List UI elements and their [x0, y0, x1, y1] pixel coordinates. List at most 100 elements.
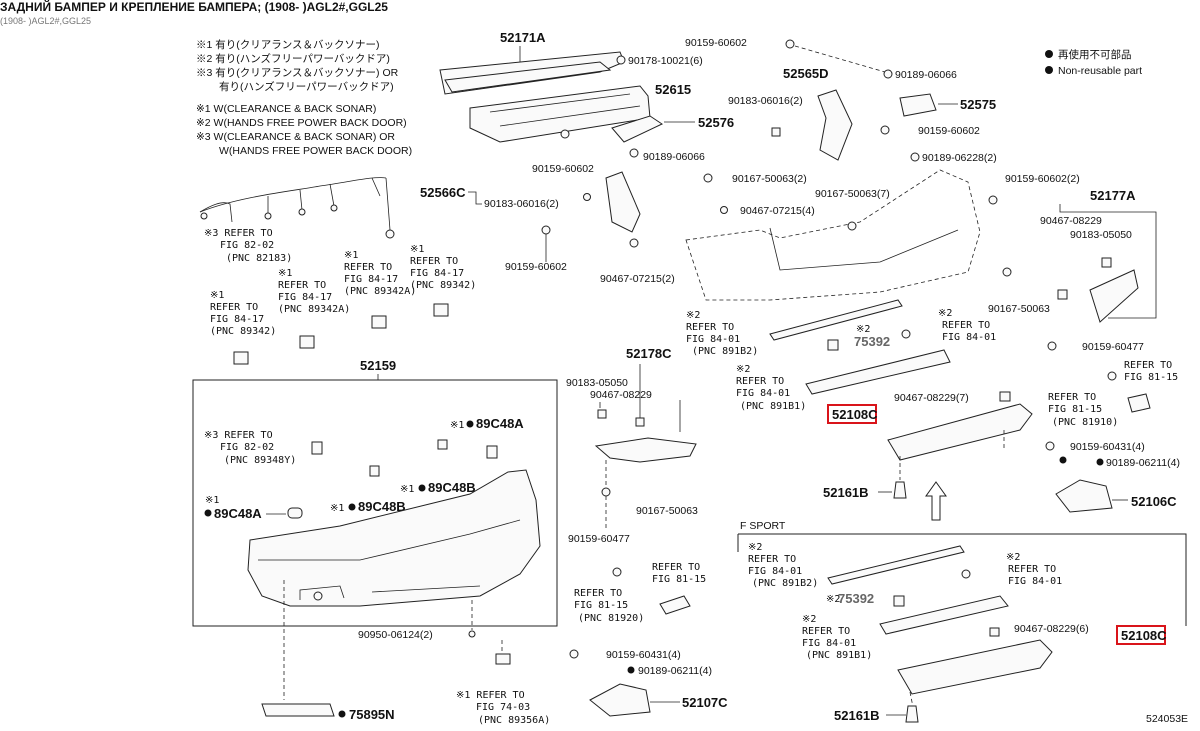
clip-icon [827, 339, 839, 351]
label-90467-a[interactable]: 90467-07215(2) [600, 273, 675, 285]
label-90159-h[interactable]: 90159-60431(4) [606, 649, 681, 661]
label-89C48B-a[interactable]: 89C48B [428, 480, 476, 495]
label-52107C[interactable]: 52107C [682, 695, 728, 710]
label-90159-g[interactable]: 90159-60477 [568, 533, 630, 545]
svg-text:(PNC 891B1): (PNC 891B1) [740, 401, 806, 412]
retainer-52566C[interactable] [605, 171, 641, 233]
bracket-52576[interactable] [611, 115, 664, 143]
label-90159-e[interactable]: 90159-60477 [1082, 341, 1144, 353]
ref-fig-81-15-c[interactable]: REFER TO FIG 81-15 [652, 562, 706, 585]
label-52576[interactable]: 52576 [698, 115, 734, 130]
bracket-52107C[interactable] [589, 683, 651, 717]
label-90189-f[interactable]: 90189-06211(4) [1106, 457, 1180, 469]
label-52565D[interactable]: 52565D [783, 66, 829, 81]
ref-fig-84-01-d[interactable]: ※2 REFER TO FIG 84-01 (PNC 891B2) [748, 542, 818, 589]
label-90159-b[interactable]: 90159-60602 [505, 261, 567, 273]
label-90183-a[interactable]: 90183-06016(2) [484, 198, 559, 210]
label-90467-d[interactable]: 90467-08229(7) [894, 392, 969, 404]
label-52106C[interactable]: 52106C [1131, 494, 1177, 509]
ref-fig-84-17-a[interactable]: ※1 REFER TO FIG 84-17 (PNC 89342) [210, 290, 276, 337]
label-90159-c[interactable]: 90159-60602 [918, 125, 980, 137]
label-75392-a[interactable]: 75392 [854, 334, 890, 349]
ref-fig-84-17-c[interactable]: ※1 REFER TO FIG 84-17 (PNC 89342A) [344, 250, 416, 297]
label-90167-b[interactable]: 90167-50063(7) [815, 188, 890, 200]
garnish-52108C-fsport[interactable] [897, 639, 1053, 695]
svg-text:REFER TO: REFER TO [686, 322, 734, 333]
label-52161B-a[interactable]: 52161B [823, 485, 869, 500]
svg-text:※1 REFER TO: ※1 REFER TO [456, 690, 525, 701]
label-90183-d[interactable]: 90183-05050 [566, 377, 628, 389]
page-subtitle: (1908- )AGL2#,GGL25 [0, 16, 92, 26]
note-jp-4: 有り(ハンズフリーパワーバックドア) [219, 80, 394, 93]
svg-text:REFER TO: REFER TO [1048, 392, 1096, 403]
label-90159-top[interactable]: 90159-60602 [685, 37, 747, 49]
label-52178C[interactable]: 52178C [626, 346, 672, 361]
emblem-75895N[interactable] [261, 703, 335, 717]
label-90167-c[interactable]: 90167-50063 [988, 303, 1050, 315]
label-52108C-a[interactable]: 52108C [832, 407, 878, 422]
label-90467-f[interactable]: 90467-08229(6) [1014, 623, 1089, 635]
label-90189-a[interactable]: 90189-06066 [643, 151, 705, 163]
retainer-52178C[interactable] [594, 437, 697, 463]
bumper-cover-ghost[interactable] [685, 169, 981, 301]
label-90467-c[interactable]: 90467-08229 [1040, 215, 1102, 227]
bracket-52575[interactable] [899, 93, 937, 117]
label-90159-d[interactable]: 90159-60602(2) [1005, 173, 1080, 185]
ref-fig-84-01-c[interactable]: ※2 REFER TO FIG 84-01 (PNC 891B1) [736, 364, 806, 412]
reinforcement-52171A[interactable] [439, 51, 625, 95]
ref-fig-81-15-a[interactable]: REFER TO FIG 81-15 [1124, 360, 1178, 383]
label-90167-a[interactable]: 90167-50063(2) [732, 173, 807, 185]
label-52575[interactable]: 52575 [960, 97, 996, 112]
svg-text:FIG 84-01: FIG 84-01 [942, 332, 996, 343]
label-52159[interactable]: 52159 [360, 358, 396, 373]
label-75392-b[interactable]: 75392 [838, 591, 874, 606]
bracket-52106C[interactable] [1055, 479, 1113, 513]
ref-fig-74-03[interactable]: ※1 REFER TO FIG 74-03 (PNC 89356A) [456, 690, 550, 726]
label-90183-b[interactable]: 90183-06016(2) [728, 95, 803, 107]
ref-fig-82-02-box[interactable]: ※3 REFER TO FIG 82-02 (PNC 89348Y) [204, 430, 296, 466]
ref-fig-84-01-f[interactable]: ※2 REFER TO FIG 84-01 (PNC 891B1) [802, 614, 872, 661]
svg-text:※3 REFER TO: ※3 REFER TO [204, 430, 273, 441]
label-90159-a[interactable]: 90159-60602 [532, 163, 594, 175]
label-90183-c[interactable]: 90183-05050 [1070, 229, 1132, 241]
label-52615[interactable]: 52615 [655, 82, 691, 97]
svg-text:FIG 81-15: FIG 81-15 [1124, 372, 1178, 383]
label-90189-h[interactable]: 90189-06211(4) [638, 665, 712, 677]
svg-text:※1: ※1 [344, 250, 358, 261]
label-52108C-b[interactable]: 52108C [1121, 628, 1167, 643]
label-90178[interactable]: 90178-10021(6) [628, 55, 703, 67]
ref-fig-82-02-harness[interactable]: ※3 REFER TO FIG 82-02 (PNC 82183) [204, 228, 292, 264]
label-90950[interactable]: 90950-06124(2) [358, 629, 433, 641]
ref-fig-81-15-b[interactable]: REFER TO FIG 81-15 (PNC 81910) [1048, 392, 1118, 428]
ref-fig-84-17-b[interactable]: ※1 REFER TO FIG 84-17 (PNC 89342A) [278, 268, 350, 315]
label-90189-c[interactable]: 90189-06228(2) [922, 152, 997, 164]
label-52171A[interactable]: 52171A [500, 30, 546, 45]
bumper-cover-52159[interactable] [247, 469, 541, 607]
ref-fig-84-17-d[interactable]: ※1 REFER TO FIG 84-17 (PNC 89342) [410, 244, 476, 291]
label-89C48A-b[interactable]: 89C48A [214, 506, 262, 521]
ref-fig-84-01-b[interactable]: ※2 REFER TO FIG 84-01 [938, 308, 996, 343]
label-52161B-b[interactable]: 52161B [834, 708, 880, 723]
clip-icon [1002, 267, 1012, 277]
legend-bullet-icon [1045, 50, 1053, 58]
label-52177A[interactable]: 52177A [1090, 188, 1136, 203]
sensor-icon [233, 351, 249, 365]
label-89C48B-b[interactable]: 89C48B [358, 499, 406, 514]
label-89C48A-a[interactable]: 89C48A [476, 416, 524, 431]
wiring-harness[interactable] [199, 177, 395, 239]
label-90159-f[interactable]: 90159-60431(4) [1070, 441, 1145, 453]
label-90167-d[interactable]: 90167-50063 [636, 505, 698, 517]
svg-text:※1: ※1 [450, 420, 464, 431]
retainer-52565D[interactable] [817, 89, 853, 161]
section-label-f-sport: F SPORT [740, 520, 786, 532]
label-52566C[interactable]: 52566C [420, 185, 466, 200]
garnish-52108C[interactable] [887, 403, 1033, 461]
ref-fig-84-01-a[interactable]: ※2 REFER TO FIG 84-01 (PNC 891B2) [686, 310, 758, 357]
label-90467-e[interactable]: 90467-08229 [590, 389, 652, 401]
ref-fig-81-15-d[interactable]: REFER TO FIG 81-15 (PNC 81920) [574, 588, 644, 624]
retainer-52177A[interactable] [1089, 269, 1139, 323]
label-75895N[interactable]: 75895N [349, 707, 395, 722]
ref-fig-84-01-e[interactable]: ※2 REFER TO FIG 84-01 [1006, 552, 1062, 587]
label-90189-top[interactable]: 90189-06066 [895, 69, 957, 81]
label-90467-b[interactable]: 90467-07215(4) [740, 205, 815, 217]
